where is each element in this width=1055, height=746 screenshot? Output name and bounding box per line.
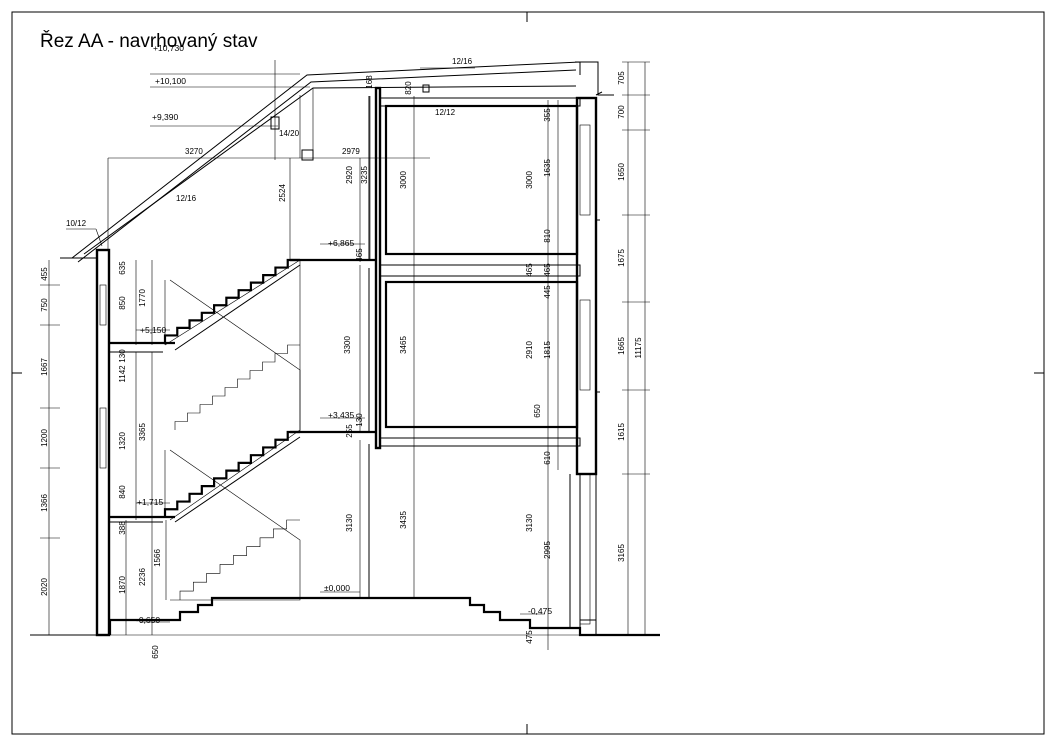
dim-3000a: 3000 xyxy=(399,171,408,189)
vertical-dimensions: 2524 2920 3235 3000 3000 1635 355 810 465 465 465 4… xyxy=(40,71,643,659)
dim-850: 850 xyxy=(118,296,127,310)
dim-1366: 1366 xyxy=(40,494,49,512)
dim-3130a: 3130 xyxy=(345,514,354,532)
dim-3165: 3165 xyxy=(617,544,626,562)
dim-2910: 2910 xyxy=(525,341,534,359)
dim-1320: 1320 xyxy=(118,432,127,450)
dim-130a: 130 xyxy=(118,349,127,363)
dim-465b: 465 xyxy=(525,263,534,277)
dim-700: 700 xyxy=(617,105,626,119)
dim-2979: 2979 xyxy=(342,147,360,156)
dim-1650: 1650 xyxy=(617,163,626,181)
dim-3130b: 3130 xyxy=(525,514,534,532)
dim-130b: 130 xyxy=(355,413,364,427)
dim-388: 388 xyxy=(118,521,127,535)
drawing-title: Řez AA - navrhovaný stav xyxy=(40,30,258,52)
dim-705: 705 xyxy=(617,71,626,85)
dim-3235: 3235 xyxy=(360,166,369,184)
dim-610: 610 xyxy=(543,451,552,465)
dim-650: 650 xyxy=(533,404,542,418)
dim-810a: 810 xyxy=(543,229,552,243)
dim-2236: 2236 xyxy=(138,568,147,586)
level-1715: +1,715 xyxy=(137,497,164,507)
profile-label-top: 12/16 xyxy=(452,57,473,66)
dim-1200: 1200 xyxy=(40,429,49,447)
roof xyxy=(71,61,614,263)
dim-2020: 2020 xyxy=(40,578,49,596)
dim-3465: 3465 xyxy=(399,336,408,354)
dim-1667: 1667 xyxy=(40,358,49,376)
dim-3435: 3435 xyxy=(399,511,408,529)
elevation-ticks xyxy=(40,61,650,636)
dim-11175: 11175 xyxy=(634,337,643,359)
level-9390: +9,390 xyxy=(152,112,179,122)
level-6865: +6,865 xyxy=(328,238,355,248)
dim-3365: 3365 xyxy=(138,423,147,441)
level-0: ±0,000 xyxy=(324,583,350,593)
dim-1815: 1815 xyxy=(543,341,552,359)
profile-label-purlin: 12/12 xyxy=(435,108,456,117)
dim-1770: 1770 xyxy=(138,289,147,307)
building-right xyxy=(368,86,600,635)
dim-1566: 1566 xyxy=(153,549,162,567)
profile-label-rafter: 12/16 xyxy=(176,194,197,203)
dim-820: 820 xyxy=(404,81,413,95)
dim-2995: 2995 xyxy=(543,541,552,559)
landings xyxy=(109,258,376,523)
basement-steps xyxy=(108,596,660,637)
dim-465c: 465 xyxy=(543,263,552,277)
dim-3270: 3270 xyxy=(185,147,203,156)
level-10730: +10,730 xyxy=(153,43,184,53)
profile-label-beam: 14/20 xyxy=(279,129,300,138)
dim-3300: 3300 xyxy=(343,336,352,354)
dim-2524: 2524 xyxy=(278,184,287,202)
dim-255: 255 xyxy=(345,424,354,438)
level-5150: +5,150 xyxy=(140,325,167,335)
level-minus-475: -0,475 xyxy=(528,606,552,616)
dim-1675: 1675 xyxy=(617,249,626,267)
dim-840: 840 xyxy=(118,485,127,499)
dim-465a: 465 xyxy=(355,248,364,262)
stair-flights xyxy=(163,258,301,601)
dim-650b: 650 xyxy=(151,645,160,659)
dim-445: 445 xyxy=(543,285,552,299)
dim-635: 635 xyxy=(118,261,127,275)
dim-1615: 1615 xyxy=(617,423,626,441)
dim-1635: 1635 xyxy=(543,159,552,177)
level-3435: +3,435 xyxy=(328,410,355,420)
dim-1870: 1870 xyxy=(118,576,127,594)
level-minus-650: -0,650 xyxy=(136,615,160,625)
dim-1142: 1142 xyxy=(118,365,127,383)
dim-3000b: 3000 xyxy=(525,171,534,189)
profile-label-eave: 10/12 xyxy=(66,219,87,228)
dim-750: 750 xyxy=(40,298,49,312)
dim-355: 355 xyxy=(543,108,552,122)
dim-455: 455 xyxy=(40,267,49,281)
dim-475: 475 xyxy=(525,630,534,644)
level-10100: +10,100 xyxy=(155,76,186,86)
dim-2920: 2920 xyxy=(345,166,354,184)
dim-1665: 1665 xyxy=(617,337,626,355)
dimension-lines xyxy=(40,60,646,650)
dim-168: 168 xyxy=(365,75,374,89)
